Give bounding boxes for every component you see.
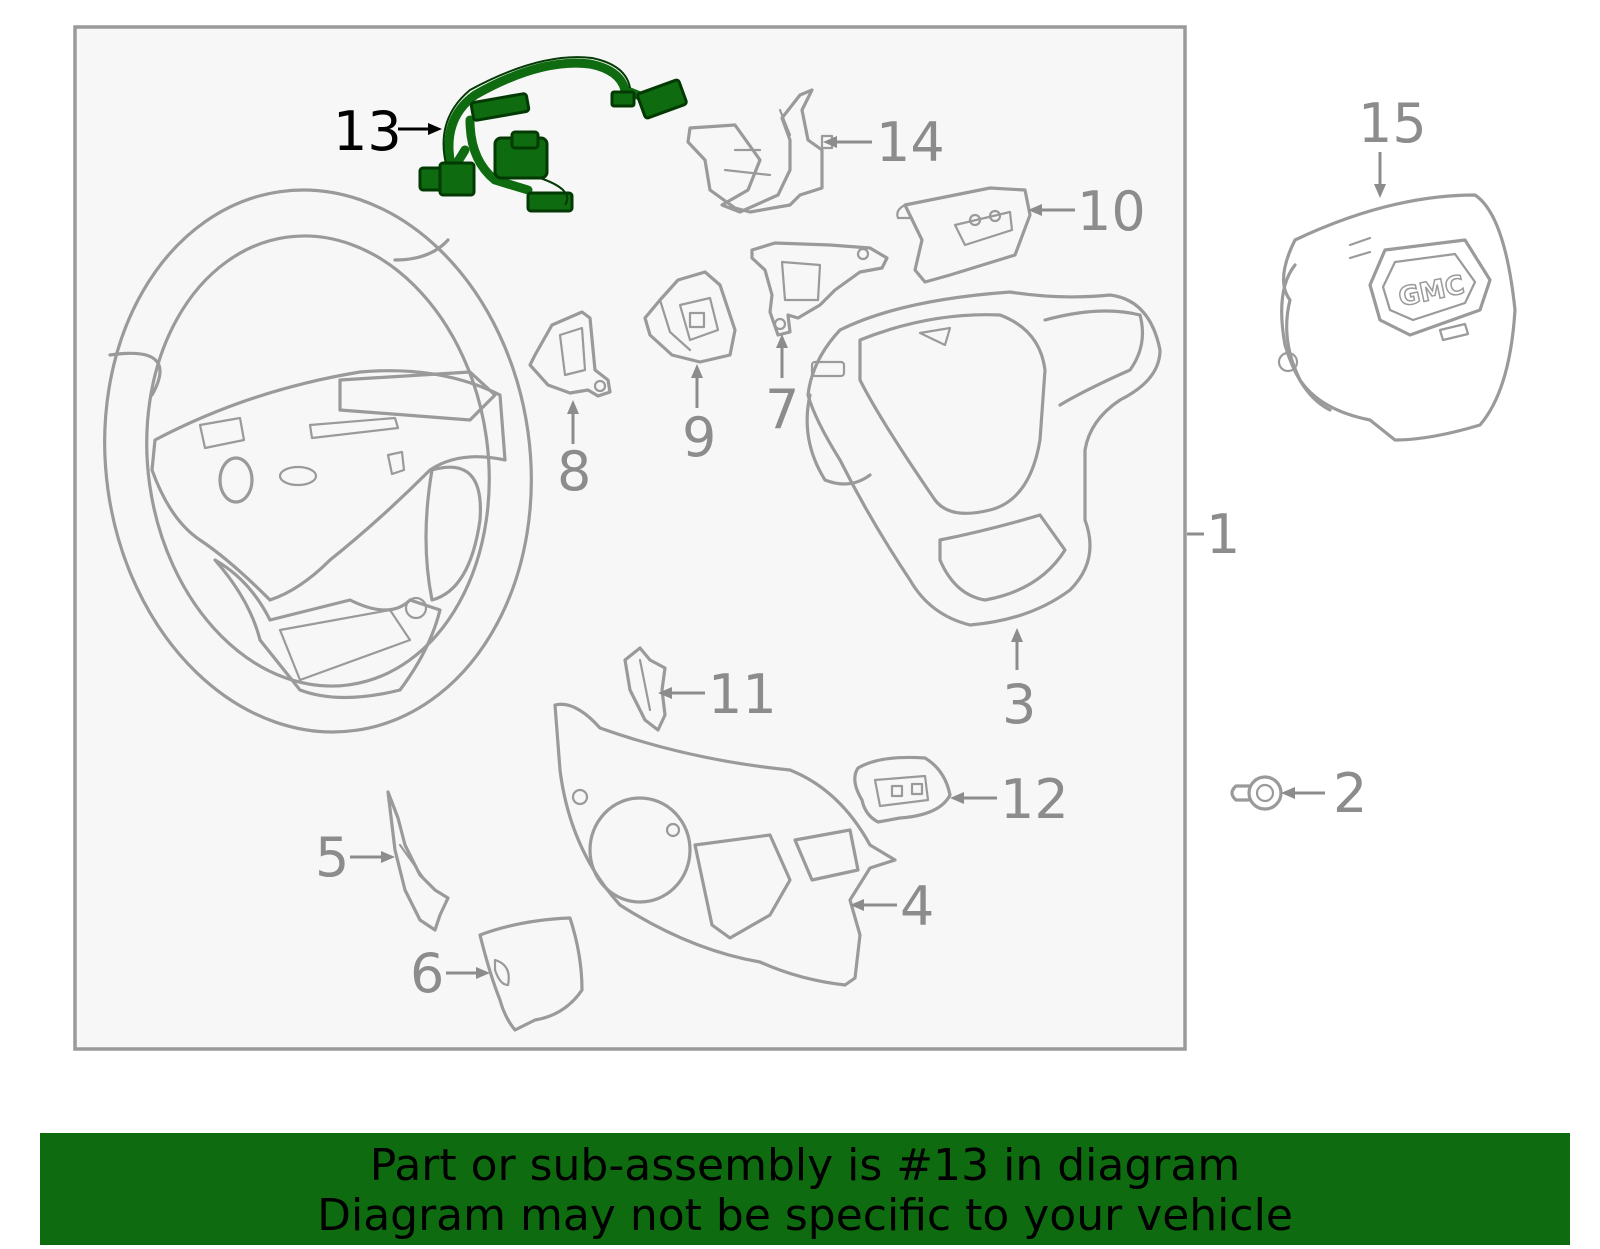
callout-10: 10 xyxy=(1028,180,1146,243)
part-5-trim xyxy=(386,790,450,932)
part-7-bracket xyxy=(750,241,889,337)
callout-10-label: 10 xyxy=(1077,180,1146,243)
callout-13-label: 13 xyxy=(333,100,402,163)
assembly-frame xyxy=(73,25,1187,1051)
part-8-bracket xyxy=(528,310,612,398)
callout-11-label: 11 xyxy=(708,663,777,726)
callout-15-label: 15 xyxy=(1358,92,1427,155)
callout-14: 14 xyxy=(823,111,945,174)
callout-14-label: 14 xyxy=(876,111,945,174)
callout-4-label: 4 xyxy=(900,875,934,938)
parts-diagram: 1 13 xyxy=(73,25,1517,1051)
part-6-cap xyxy=(478,916,584,1032)
callout-13: 13 xyxy=(333,100,442,163)
callout-1-label: 1 xyxy=(1206,503,1240,566)
banner-line-1: Part or sub-assembly is #13 in diagram xyxy=(369,1140,1241,1191)
callout-8-label: 8 xyxy=(557,440,591,503)
steering-wheel xyxy=(103,188,533,734)
callout-3-label: 3 xyxy=(1002,673,1036,736)
callout-7-label: 7 xyxy=(765,378,799,441)
callout-3: 3 xyxy=(1002,628,1036,736)
part-13-wiring-harness[interactable] xyxy=(418,56,688,213)
callout-7: 7 xyxy=(765,334,799,441)
callout-8: 8 xyxy=(557,400,591,503)
callout-6-label: 6 xyxy=(410,942,444,1005)
callout-9-label: 9 xyxy=(682,406,716,469)
part-12-switch xyxy=(853,755,952,824)
banner-line-2: Diagram may not be specific to your vehi… xyxy=(317,1190,1293,1241)
info-banner: Part or sub-assembly is #13 in diagram D… xyxy=(40,1133,1570,1245)
callout-4: 4 xyxy=(850,875,934,938)
part-14-bracket xyxy=(686,88,834,214)
part-9-switch xyxy=(643,270,737,364)
callout-12-label: 12 xyxy=(1000,768,1069,831)
part-15-airbag: GMC xyxy=(1277,193,1517,442)
callout-2: 2 xyxy=(1281,762,1367,825)
part-2-bolt xyxy=(1230,775,1283,811)
callout-5-label: 5 xyxy=(315,826,349,889)
callout-9: 9 xyxy=(682,364,716,469)
callout-15: 15 xyxy=(1358,92,1427,198)
callout-5: 5 xyxy=(315,826,395,889)
callout-11: 11 xyxy=(658,663,777,726)
part-4-lower-cover xyxy=(553,702,897,987)
callout-12: 12 xyxy=(950,768,1069,831)
part-11-clip xyxy=(623,646,667,732)
callout-6: 6 xyxy=(410,942,490,1005)
callout-1: 1 xyxy=(1187,503,1240,566)
callout-2-label: 2 xyxy=(1333,762,1367,825)
part-3-cover xyxy=(805,290,1162,627)
part-10-switch xyxy=(896,186,1032,284)
